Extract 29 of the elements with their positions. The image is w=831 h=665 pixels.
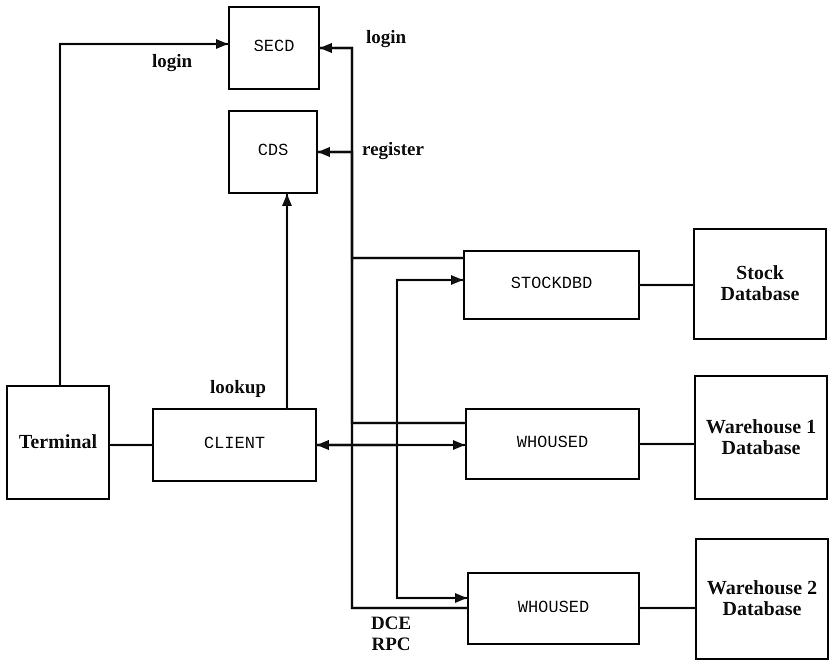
component-box	[152, 408, 317, 482]
component-box	[6, 385, 110, 500]
edge-label: register	[360, 140, 426, 161]
edge-label: lookup	[208, 378, 268, 399]
box-label: SECD	[252, 39, 296, 57]
component-box	[465, 408, 640, 480]
box-label: STOCKDBD	[510, 276, 594, 294]
box-label: WHOUSED	[516, 435, 590, 453]
connector-arrow	[58, 39, 228, 385]
box-label: Warehouse 1 Database	[704, 416, 818, 458]
box-label: Warehouse 2 Database	[706, 578, 818, 620]
component-box	[467, 572, 640, 645]
protocol-label: DCE RPC	[370, 614, 412, 656]
edge-label: login	[364, 28, 408, 49]
component-box	[693, 228, 827, 340]
component-box	[463, 250, 640, 320]
box-label: Stock Database	[720, 263, 800, 305]
connector-arrow	[317, 440, 467, 603]
box-label: Terminal	[18, 432, 98, 453]
component-box	[695, 538, 829, 660]
box-label: CLIENT	[202, 436, 266, 454]
component-box	[228, 6, 320, 90]
connector-arrow	[282, 194, 292, 408]
component-box	[694, 375, 828, 500]
box-label: WHOUSED	[516, 600, 590, 618]
edge-label: login	[150, 52, 194, 73]
component-box	[228, 110, 318, 194]
box-label: CDS	[256, 143, 290, 161]
connector-arrow	[318, 147, 467, 610]
